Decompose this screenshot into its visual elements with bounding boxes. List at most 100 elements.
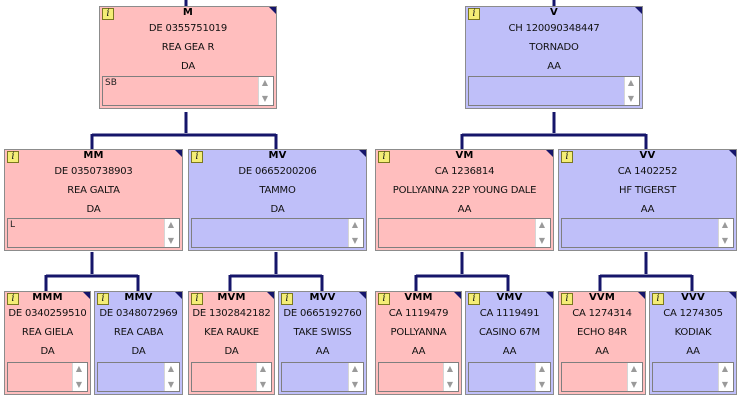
animal-card-mmv[interactable]: i MMV DE 0348072969 REA CABA DA ▲ ▼ [94,291,183,395]
info-icon[interactable]: i [468,293,480,305]
info-icon[interactable]: i [102,8,114,20]
animal-card-vvm[interactable]: i VVM CA 1274314 ECHO 84R AA ▲ ▼ [558,291,646,395]
note-scrollbar[interactable]: ▲ ▼ [258,77,273,105]
scroll-up-arrow-icon[interactable]: ▲ [261,78,269,87]
animal-card-v[interactable]: i V CH 120090348447 TORNADO AA ▲ ▼ [465,6,643,109]
scroll-up-arrow-icon[interactable]: ▲ [167,364,175,373]
registration-number: CA 1402252 [617,166,678,177]
class-code: AA [502,346,517,357]
pedigree-code: MM [83,150,104,161]
note-scrollbar[interactable]: ▲ ▼ [348,219,363,247]
animal-card-mmm[interactable]: i MMM DE 0340259510 REA GIELA DA ▲ ▼ [4,291,91,395]
note-field[interactable]: SB ▲ ▼ [102,76,274,106]
info-icon[interactable]: i [468,8,480,20]
note-field[interactable]: ▲ ▼ [378,218,551,248]
scroll-up-arrow-icon[interactable]: ▲ [446,364,454,373]
note-scrollbar[interactable]: ▲ ▼ [627,363,642,391]
class-code: AA [411,346,426,357]
scroll-down-arrow-icon[interactable]: ▼ [538,380,546,389]
info-icon[interactable]: i [191,151,203,163]
note-scrollbar[interactable]: ▲ ▼ [348,363,363,391]
scroll-down-arrow-icon[interactable]: ▼ [75,380,83,389]
note-field[interactable]: ▲ ▼ [191,362,272,392]
note-field[interactable]: ▲ ▼ [561,362,643,392]
note-scrollbar[interactable]: ▲ ▼ [535,363,550,391]
note-field[interactable]: L ▲ ▼ [7,218,180,248]
scroll-up-arrow-icon[interactable]: ▲ [351,364,359,373]
scroll-down-arrow-icon[interactable]: ▼ [627,94,635,103]
note-scrollbar[interactable]: ▲ ▼ [718,219,733,247]
scroll-up-arrow-icon[interactable]: ▲ [167,220,175,229]
note-scrollbar[interactable]: ▲ ▼ [535,219,550,247]
note-field[interactable]: ▲ ▼ [191,218,364,248]
registration-number: CA 1236814 [434,166,495,177]
scroll-up-arrow-icon[interactable]: ▲ [351,220,359,229]
note-field[interactable]: ▲ ▼ [7,362,88,392]
class-code: DA [40,346,55,357]
note-scrollbar[interactable]: ▲ ▼ [164,363,179,391]
scroll-down-arrow-icon[interactable]: ▼ [538,236,546,245]
animal-card-vv[interactable]: i VV CA 1402252 HF TIGERST AA ▲ ▼ [558,149,737,251]
scroll-down-arrow-icon[interactable]: ▼ [167,236,175,245]
info-icon[interactable]: i [378,151,390,163]
animal-card-mvm[interactable]: i MVM DE 1302842182 KEA RAUKE DA ▲ ▼ [188,291,275,395]
registration-number: DE 0665192760 [283,308,362,319]
scroll-down-arrow-icon[interactable]: ▼ [630,380,638,389]
animal-card-mm[interactable]: i MM DE 0350738903 REA GALTA DA L ▲ ▼ [4,149,183,251]
scroll-down-arrow-icon[interactable]: ▼ [261,94,269,103]
scroll-up-arrow-icon[interactable]: ▲ [721,220,729,229]
info-icon[interactable]: i [652,293,664,305]
card-corner-marker [638,292,645,299]
note-scrollbar[interactable]: ▲ ▼ [164,219,179,247]
animal-card-m[interactable]: i M DE 0355751019 REA GEA R DA SB ▲ ▼ [99,6,277,109]
animal-name: REA GEA R [161,42,215,53]
note-scrollbar[interactable]: ▲ ▼ [443,363,458,391]
animal-card-vm[interactable]: i VM CA 1236814 POLLYANNA 22P YOUNG DALE… [375,149,554,251]
note-scrollbar[interactable]: ▲ ▼ [72,363,87,391]
scroll-up-arrow-icon[interactable]: ▲ [538,220,546,229]
scroll-up-arrow-icon[interactable]: ▲ [627,78,635,87]
note-scrollbar[interactable]: ▲ ▼ [624,77,639,105]
animal-name: POLLYANNA 22P YOUNG DALE [392,185,537,196]
scroll-down-arrow-icon[interactable]: ▼ [351,380,359,389]
pedigree-code: MMM [32,292,63,303]
note-field[interactable]: ▲ ▼ [378,362,459,392]
info-icon[interactable]: i [7,293,19,305]
registration-number: DE 0340259510 [8,308,87,319]
note-scrollbar[interactable]: ▲ ▼ [718,363,733,391]
info-icon[interactable]: i [561,293,573,305]
scroll-up-arrow-icon[interactable]: ▲ [538,364,546,373]
registration-number: CA 1119491 [479,308,540,319]
note-field[interactable]: ▲ ▼ [97,362,180,392]
scroll-up-arrow-icon[interactable]: ▲ [75,364,83,373]
info-icon[interactable]: i [281,293,293,305]
note-field[interactable]: ▲ ▼ [281,362,364,392]
pedigree-code: VV [639,150,656,161]
info-icon[interactable]: i [191,293,203,305]
animal-card-vmm[interactable]: i VMM CA 1119479 POLLYANNA AA ▲ ▼ [375,291,462,395]
info-icon[interactable]: i [97,293,109,305]
animal-card-vvv[interactable]: i VVV CA 1274305 KODIAK AA ▲ ▼ [649,291,737,395]
card-corner-marker [267,292,274,299]
scroll-down-arrow-icon[interactable]: ▼ [167,380,175,389]
scroll-up-arrow-icon[interactable]: ▲ [259,364,267,373]
animal-card-vmv[interactable]: i VMV CA 1119491 CASINO 67M AA ▲ ▼ [465,291,554,395]
scroll-up-arrow-icon[interactable]: ▲ [721,364,729,373]
scroll-down-arrow-icon[interactable]: ▼ [259,380,267,389]
animal-card-mvv[interactable]: i MVV DE 0665192760 TAKE SWISS AA ▲ ▼ [278,291,367,395]
scroll-down-arrow-icon[interactable]: ▼ [351,236,359,245]
info-icon[interactable]: i [561,151,573,163]
note-field[interactable]: ▲ ▼ [468,76,640,106]
animal-card-mv[interactable]: i MV DE 0665200206 TAMMO DA ▲ ▼ [188,149,367,251]
info-icon[interactable]: i [7,151,19,163]
class-code: DA [270,204,285,215]
scroll-down-arrow-icon[interactable]: ▼ [446,380,454,389]
scroll-down-arrow-icon[interactable]: ▼ [721,236,729,245]
note-field[interactable]: ▲ ▼ [652,362,734,392]
scroll-up-arrow-icon[interactable]: ▲ [630,364,638,373]
note-scrollbar[interactable]: ▲ ▼ [256,363,271,391]
scroll-down-arrow-icon[interactable]: ▼ [721,380,729,389]
note-field[interactable]: ▲ ▼ [468,362,551,392]
note-field[interactable]: ▲ ▼ [561,218,734,248]
info-icon[interactable]: i [378,293,390,305]
